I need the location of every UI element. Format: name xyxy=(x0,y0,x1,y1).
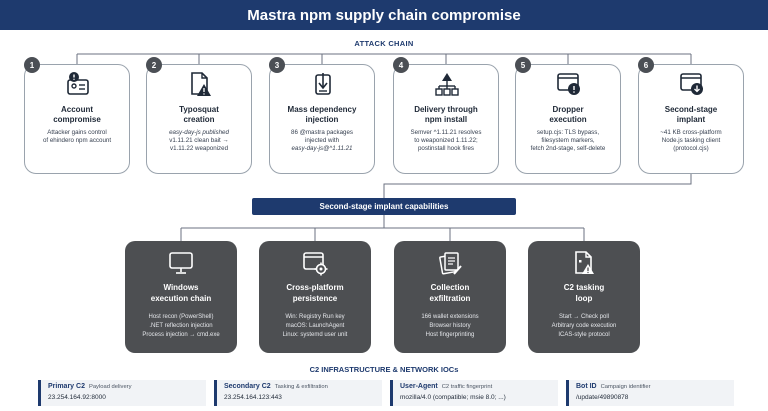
window-gear-icon xyxy=(303,252,328,276)
documents-pen-icon xyxy=(439,252,462,275)
ioc-value: 23.254.164.123:443 xyxy=(224,394,282,401)
ioc-value: mozilla/4.0 (compatible; msie 8.0; ...) xyxy=(400,394,506,401)
step-number: 3 xyxy=(269,57,285,73)
capability-desc: Host fingerprinting xyxy=(425,332,475,338)
step-desc: postinstall hook fires xyxy=(417,145,475,153)
document-warning-icon xyxy=(191,72,211,96)
monitor-icon xyxy=(169,252,193,274)
step-title: injection xyxy=(305,115,339,124)
capability-desc: ICAS-style protocol xyxy=(558,332,610,338)
step-desc: Semver ^1.11.21 resolves xyxy=(410,129,482,136)
ioc-sublabel: Tasking & exfiltration xyxy=(274,384,328,390)
capability-title: C2 tasking xyxy=(563,283,605,292)
step-number: 1 xyxy=(24,57,40,73)
step-desc: 86 @mastra packages xyxy=(291,129,353,136)
id-card-alert-icon xyxy=(67,72,89,95)
capability-desc: macOS: LaunchAgent xyxy=(285,323,345,329)
capability-title: Collection xyxy=(430,283,470,292)
step-number: 2 xyxy=(146,57,162,73)
step-desc: filesystem markers, xyxy=(541,137,595,145)
dependency-tree-icon xyxy=(435,73,459,96)
step-desc: Node.js tasking client xyxy=(661,137,721,145)
step-desc: (protocol.cjs) xyxy=(673,145,709,153)
step-desc: injected with xyxy=(304,137,340,145)
capability-title: Windows xyxy=(163,283,199,292)
capability-title: loop xyxy=(575,293,593,303)
capability-desc: Host recon (PowerShell) xyxy=(148,314,214,320)
capability-title: execution chain xyxy=(150,293,212,303)
capability-desc: .NET reflection injection xyxy=(149,323,213,329)
step-number: 4 xyxy=(393,57,409,73)
injection-arrow-icon xyxy=(315,73,331,95)
step-desc: ~41 KB cross-platform xyxy=(660,129,722,136)
step-title: Typosquat xyxy=(179,105,219,114)
ioc-label: Secondary C2 xyxy=(224,383,271,390)
ioc-section-heading: C2 INFRASTRUCTURE & NETWORK IOCs xyxy=(309,365,459,374)
step-desc: Attacker gains control xyxy=(47,129,107,136)
step-title: execution xyxy=(549,115,587,124)
ioc-label: Bot ID xyxy=(576,383,597,390)
window-download-icon xyxy=(680,73,703,95)
step-number: 6 xyxy=(638,57,654,73)
step-title: Account xyxy=(61,105,93,114)
capability-title: Cross-platform xyxy=(286,283,344,292)
step-title: compromise xyxy=(53,115,101,124)
step-desc: v1.11.22 weaponized xyxy=(169,145,229,153)
step-number: 5 xyxy=(515,57,531,73)
step-title: creation xyxy=(183,115,215,124)
capability-title: persistence xyxy=(292,293,338,303)
ioc-value: 23.254.164.92:8000 xyxy=(48,394,106,401)
implant-connector xyxy=(383,174,692,198)
step-title: Second-stage xyxy=(664,105,718,114)
step-title: npm install xyxy=(424,115,468,124)
ioc-value: /update/49890878 xyxy=(576,394,629,401)
file-alert-icon xyxy=(575,251,594,274)
attack-chain-heading: ATTACK CHAIN xyxy=(354,39,414,48)
step-title: Delivery through xyxy=(414,105,478,114)
capability-desc: Linux: systemd user unit xyxy=(282,332,348,338)
ioc-sublabel: C2 traffic fingerprint xyxy=(441,384,493,390)
capability-desc: 166 wallet extensions xyxy=(421,314,479,320)
step-desc: v1.11.21 clean bait → xyxy=(169,137,229,145)
ioc-label: Primary C2 xyxy=(48,383,85,390)
step-desc: setup.cjs: TLS bypass, xyxy=(536,129,600,136)
capability-desc: Arbitrary code execution xyxy=(551,323,617,329)
ioc-sublabel: Payload delivery xyxy=(88,384,132,390)
page-title: Mastra npm supply chain compromise xyxy=(0,0,768,30)
capability-desc: Browser history xyxy=(429,323,471,329)
step-desc: of ehindero npm account xyxy=(42,137,112,145)
capability-desc: Start → Check poll xyxy=(558,314,610,320)
capability-title: exfiltration xyxy=(429,293,471,303)
step-title: Dropper xyxy=(552,105,584,114)
capability-desc: Process injection → cmd.exe xyxy=(142,332,220,338)
step-desc: to weaponized 1.11.22; xyxy=(414,137,478,145)
ioc-sublabel: Campaign identifier xyxy=(600,384,651,390)
window-alert-icon xyxy=(557,73,580,95)
step-desc: easy-day-js@^1.11.21 xyxy=(291,145,353,153)
step-title: Mass dependency xyxy=(287,105,357,114)
capability-desc: Win: Registry Run key xyxy=(285,314,345,320)
step-desc: easy-day-js published xyxy=(169,129,229,136)
step-desc: fetch 2nd-stage, self-delete xyxy=(530,145,606,153)
ioc-label: User-Agent xyxy=(400,383,438,390)
step-title: implant xyxy=(676,115,706,124)
capabilities-heading: Second-stage implant capabilities xyxy=(252,198,516,215)
